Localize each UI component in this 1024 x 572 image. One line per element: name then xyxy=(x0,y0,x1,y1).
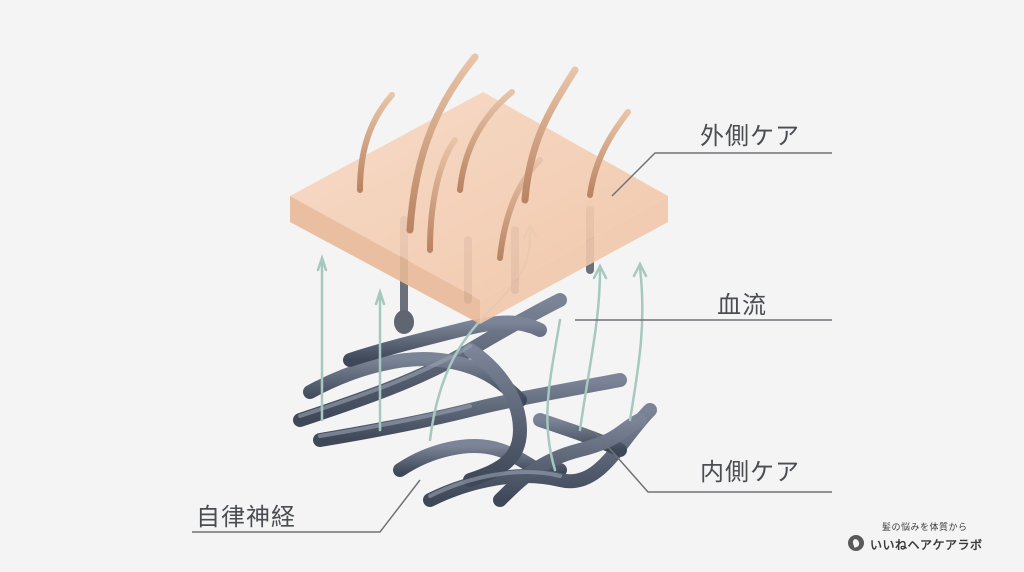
brand-watermark: 髪の悩みを体質から いいねヘアケアラボ xyxy=(848,516,1016,564)
leader-line-autonomic-nerves xyxy=(192,479,421,533)
brand-tagline: 髪の悩みを体質から xyxy=(882,523,968,533)
label-outer-care: 外側ケア xyxy=(700,122,800,150)
leader-line-inner-care xyxy=(594,431,832,493)
hair-strands xyxy=(357,53,631,261)
hair-bulb xyxy=(394,310,414,334)
leader-line-outer-care xyxy=(611,152,832,197)
brand-name: いいねヘアケアラボ xyxy=(870,538,983,552)
skin-block xyxy=(290,92,668,324)
label-inner-care: 内側ケア xyxy=(700,458,800,486)
nerve-network xyxy=(293,293,657,507)
label-autonomic-nerves: 自律神経 xyxy=(196,503,296,531)
leader-lines xyxy=(192,152,832,533)
brand-logo-icon xyxy=(848,535,864,551)
label-blood-flow: 血流 xyxy=(717,291,767,319)
